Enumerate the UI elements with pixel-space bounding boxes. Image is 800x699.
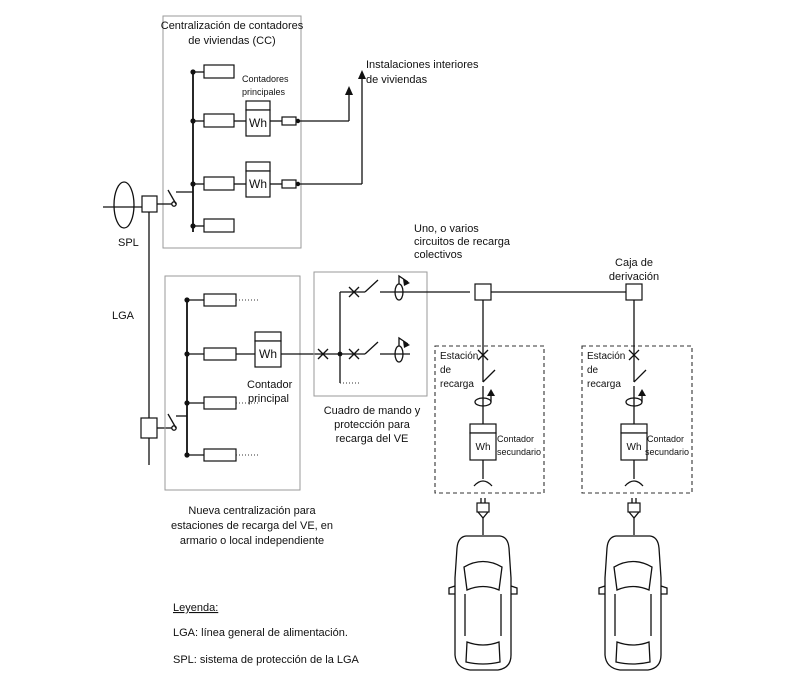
ve-feeder-2 — [187, 347, 255, 361]
cuadro-label-1: Cuadro de mando y — [324, 405, 421, 417]
caja-label-2: derivación — [609, 271, 659, 283]
car-2-icon — [598, 535, 668, 671]
station-2-label-3: recarga — [587, 379, 621, 390]
contador-principal-label-1: Contador — [247, 379, 293, 391]
station-2-label-2: de — [587, 365, 599, 376]
cc-feeder-2 — [193, 113, 246, 128]
svg-text:Wh: Wh — [249, 116, 267, 130]
main-meter-2: Wh — [245, 78, 363, 198]
cc-feeder-1 — [193, 64, 235, 79]
circuitos-label-1: Uno, o varios — [414, 223, 479, 235]
circuitos-label-2: circuitos de recarga — [414, 236, 511, 248]
contadores-principales-label-2: principales — [242, 87, 286, 97]
junction-box-ve — [140, 417, 158, 439]
secondary-meter-2-label-1: Contador — [647, 434, 684, 444]
cc-title-line2: de viviendas (CC) — [188, 35, 275, 47]
secondary-meter-1: Wh — [469, 423, 497, 461]
contador-principal-meter: Wh — [254, 331, 282, 368]
station-1-switch — [482, 369, 496, 383]
cuadro-label-2: protección para — [334, 419, 411, 431]
station-1-label-2: de — [440, 365, 452, 376]
circuitos-label-3: colectivos — [414, 249, 463, 261]
svg-text:Wh: Wh — [627, 442, 642, 453]
panel-circuit-1 — [340, 274, 470, 301]
arrow-up-2 — [358, 70, 366, 79]
spl-label: SPL — [118, 237, 139, 249]
cuadro-label-3: recarga del VE — [336, 433, 409, 445]
charging-station-2-enclosure — [581, 345, 693, 494]
charging-plug-2 — [627, 498, 641, 535]
socket-1 — [473, 480, 493, 487]
nueva-centralizacion-label-3: armario o local independiente — [180, 535, 324, 547]
secondary-meter-2: Wh — [620, 423, 648, 461]
socket-2 — [624, 480, 644, 487]
junction-box-cc — [141, 195, 158, 213]
station-1-label-1: Estación — [440, 351, 478, 362]
lga-label: LGA — [112, 310, 135, 322]
spl-device — [113, 181, 135, 229]
cc-title-line1: Centralización de contadores — [161, 20, 304, 32]
svg-text:Wh: Wh — [476, 442, 491, 453]
main-meter-1: Wh — [245, 94, 350, 137]
charging-station-1-enclosure — [434, 345, 545, 494]
car-1-icon — [448, 535, 518, 671]
legend-lga: LGA: línea general de alimentación. — [173, 627, 348, 639]
svg-text:Wh: Wh — [259, 347, 277, 361]
secondary-meter-2-label-2: secundario — [645, 447, 689, 457]
station-1-label-3: recarga — [440, 379, 474, 390]
contadores-principales-label-1: Contadores — [242, 74, 289, 84]
ve-feeder-1 — [187, 293, 258, 307]
caja-label-1: Caja de — [615, 257, 653, 269]
cc-switch — [167, 189, 177, 205]
legend-spl: SPL: sistema de protección de la LGA — [173, 654, 360, 666]
station-2-label-1: Estación — [587, 351, 625, 362]
ve-switch — [167, 413, 177, 429]
cc-feeder-3 — [193, 176, 246, 191]
ve-centralization-enclosure — [164, 275, 301, 491]
instalaciones-label-2: de viviendas — [366, 74, 428, 86]
panel-circuit-2 — [340, 336, 410, 363]
station-2-switch — [633, 369, 647, 383]
instalaciones-label-1: Instalaciones interiores — [366, 59, 479, 71]
junction-box-1 — [474, 283, 492, 301]
secondary-meter-1-label-1: Contador — [497, 434, 534, 444]
contador-principal-label-2: principal — [248, 393, 289, 405]
nueva-centralizacion-label-2: estaciones de recarga del VE, en — [171, 520, 333, 532]
svg-text:Wh: Wh — [249, 177, 267, 191]
cc-feeder-4 — [193, 218, 235, 233]
secondary-meter-1-label-2: secundario — [497, 447, 541, 457]
arrow-up-1 — [345, 86, 353, 95]
ve-feeder-4 — [187, 448, 258, 462]
ve-feeder-3 — [187, 396, 258, 410]
charging-plug-1 — [476, 498, 490, 535]
cc-enclosure — [162, 15, 302, 249]
nueva-centralizacion-label-1: Nueva centralización para — [188, 505, 316, 517]
legend-title: Leyenda: — [173, 602, 218, 614]
control-protection-panel — [313, 271, 428, 397]
junction-box-2 — [625, 283, 643, 301]
